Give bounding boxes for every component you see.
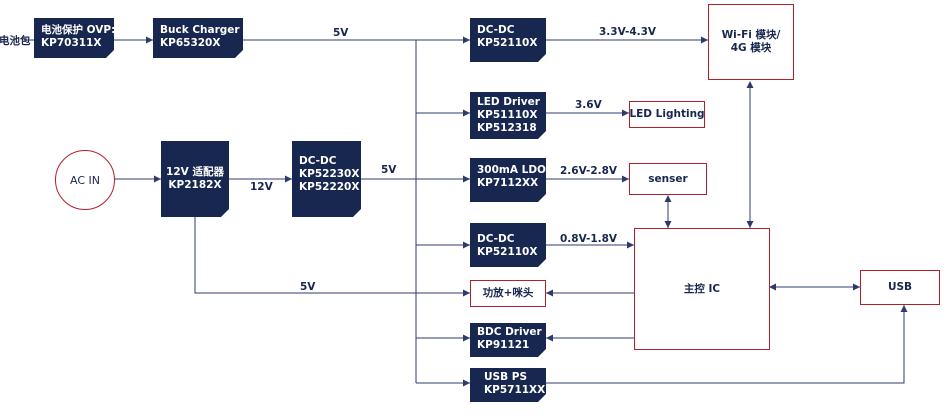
main-ic-box: 主控 IC (634, 228, 770, 350)
battery-ovp-part: KP70311X (41, 37, 102, 49)
led-driver-block: LED Driver KP51110X KP512318 (470, 92, 546, 139)
ldo-title: 300mA LDO (477, 164, 546, 176)
wifi-title: Wi-Fi 模块/ (721, 29, 781, 41)
bdc-driver-title: BDC Driver (477, 326, 542, 338)
dcdc-top-part: KP52110X (477, 37, 538, 49)
usb-ps-title: USB PS (484, 371, 528, 383)
bdc-driver-block: BDC Driver KP91121 (470, 323, 546, 357)
label-2v6-2v8: 2.6V-2.8V (560, 165, 618, 177)
amp-mic-label: 功放+咪头 (482, 287, 534, 299)
dcdc-top-title: DC-DC (477, 24, 515, 36)
bdc-driver-part: KP91121 (477, 339, 530, 351)
led-driver-part2: KP512318 (477, 122, 537, 134)
adapter-title: 12V 适配器 (166, 166, 224, 178)
label-5v-top: 5V (333, 27, 349, 39)
ldo-block: 300mA LDO KP7112XX (470, 158, 546, 202)
line-usbps-usb (546, 305, 908, 384)
line-adapter-amp (194, 217, 470, 297)
led-driver-part1: KP51110X (477, 109, 538, 121)
senser-label: senser (648, 172, 688, 185)
wifi-subtitle: 4G 模块 (730, 42, 772, 54)
label-3v6: 3.6V (575, 99, 602, 111)
amp-mic-box: 功放+咪头 (470, 280, 546, 307)
buck-charger-block: Buck Charger KP65320X (153, 18, 243, 58)
dcdc-low-block: DC-DC KP52110X (470, 223, 546, 267)
dcdc-low-title: DC-DC (477, 233, 515, 245)
dcdc-mid-part1: KP52230X (299, 168, 360, 180)
usb-ps-part: KP5711XX (484, 384, 546, 396)
label-5v-bottom: 5V (300, 281, 316, 293)
label-3v3-4v3: 3.3V-4.3V (599, 26, 657, 38)
battery-label: 电池包 (0, 35, 31, 47)
ac-in-circle: AC IN (55, 150, 115, 210)
usb-box: USB (860, 270, 940, 305)
main-ic-label: 主控 IC (683, 282, 721, 295)
battery-ovp-block: 电池保护 OVP: KP70311X (34, 18, 114, 58)
adapter-part: KP2182X (168, 179, 222, 191)
dcdc-mid-title: DC-DC (299, 155, 337, 167)
dcdc-top-block: DC-DC KP52110X (470, 18, 546, 62)
battery-ovp-title: 电池保护 OVP: (41, 24, 116, 36)
dcdc-mid-part2: KP52220X (299, 181, 360, 193)
label-12v: 12V (250, 181, 273, 193)
senser-box: senser (629, 163, 707, 195)
dcdc-low-part: KP52110X (477, 246, 538, 258)
ldo-part: KP7112XX (477, 177, 539, 189)
buck-charger-part: KP65320X (160, 37, 221, 49)
label-0v8-1v8: 0.8V-1.8V (560, 233, 618, 245)
wifi-4g-module: Wi-Fi 模块/ 4G 模块 (708, 4, 794, 80)
ac-in-label: AC IN (70, 173, 100, 187)
label-5v-mid: 5V (381, 164, 397, 176)
led-driver-title: LED Driver (477, 96, 540, 108)
buck-charger-title: Buck Charger (160, 24, 240, 36)
dcdc-mid-block: DC-DC KP52230X KP52220X (292, 141, 361, 217)
usb-label: USB (887, 281, 913, 293)
usb-ps-block: USB PS KP5711XX (470, 368, 546, 402)
led-lighting-box: LED Lighting (629, 101, 705, 128)
adapter-12v-block: 12V 适配器 KP2182X (161, 141, 229, 217)
led-lighting-label: LED Lighting (629, 108, 705, 120)
